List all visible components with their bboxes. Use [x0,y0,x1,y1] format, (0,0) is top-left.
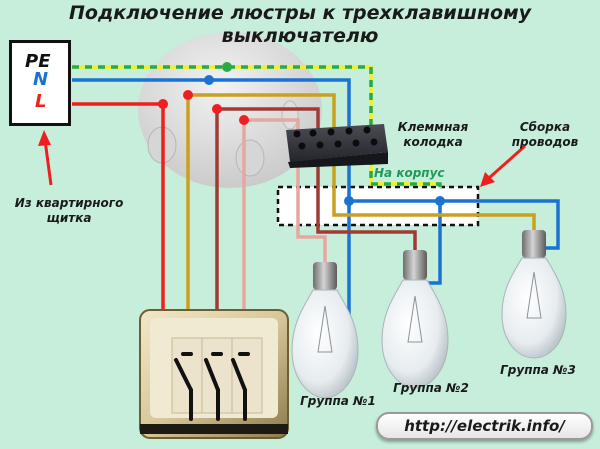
bundle-arrow [480,144,526,187]
terminal-pe-label: PE [25,51,51,72]
neutral-node [435,196,445,206]
panel-caption: Из квартирного щитка [8,196,130,226]
lamp-3-label: Группа №3 [500,363,576,377]
line3-node [239,115,249,125]
switch-contacts [174,352,250,421]
terminal-l-label: L [35,91,47,112]
to-housing-label: На корпус [374,166,445,180]
neutral-node [204,75,214,85]
terminal-block-label-line-1: Клеммная [397,120,469,134]
title-line-1: Подключение люстры к трехклавишному [68,2,532,24]
terminal-block-label-line-2: колодка [403,135,463,149]
line1-node [183,90,193,100]
pe-node [222,62,232,72]
wire-bundle-box [276,185,480,227]
bulb-3 [501,230,567,359]
lamp-1-label: Группа №1 [300,394,376,408]
wire-bundle-label: Сборка проводов [500,120,590,150]
wire-bundle-label-line-1: Сборка [519,120,571,134]
wire-pe [72,65,442,188]
distribution-panel [9,40,71,126]
line2-node [212,104,222,114]
neutral-node [344,196,354,206]
wire-bundle-label-line-2: проводов [511,135,579,149]
three-key-switch [139,309,289,439]
page-title: Подключение люстры к трехклавишному выкл… [0,2,600,48]
terminal-block [286,124,388,168]
source-url-badge[interactable]: http://electrik.info/ [376,412,593,440]
title-line-2: выключателю [221,25,379,47]
lamp-2-label: Группа №2 [393,381,469,395]
bulb-1 [291,262,359,399]
panel-caption-line-1: Из квартирного [14,196,124,210]
panel-arrow [38,130,53,186]
terminal-n-label: N [33,69,49,90]
panel-caption-line-2: щитка [46,211,92,225]
terminal-block-label: Клеммная колодка [388,120,478,150]
phase-node [158,99,168,109]
bulb-2 [381,250,449,389]
source-url[interactable]: http://electrik.info/ [404,417,565,435]
